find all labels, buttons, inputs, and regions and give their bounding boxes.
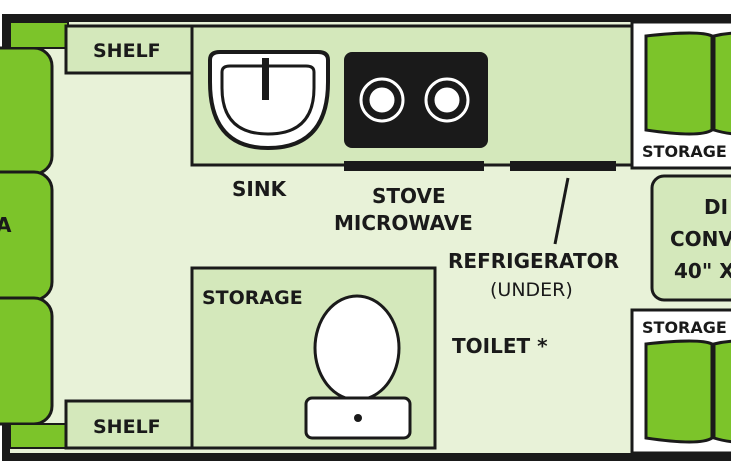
- left-bench-bottom-edge: [9, 423, 69, 449]
- sink-label: SINK: [232, 177, 288, 201]
- microwave-bar: [344, 161, 484, 171]
- cushion-icon: [644, 339, 731, 444]
- left-cushion-top: [0, 46, 54, 176]
- left-bench-top-edge: [9, 21, 69, 49]
- refrigerator-leader: [553, 177, 570, 245]
- microwave-label: MICROWAVE: [334, 211, 473, 235]
- refrigerator-note: (UNDER): [490, 279, 573, 301]
- cushion-icon: [644, 31, 731, 136]
- dinette-line1: DI: [704, 195, 728, 219]
- bath-storage-label: STORAGE: [202, 287, 303, 309]
- dinette-line2: CONV: [670, 227, 731, 251]
- refrigerator-label: REFRIGERATOR: [448, 249, 619, 273]
- dinette-line3: 40" X: [674, 259, 731, 283]
- dinette-table: [650, 174, 731, 302]
- refrigerator-bar: [510, 161, 616, 171]
- left-cushion-bottom: [0, 296, 54, 426]
- bottom-shelf-label: SHELF: [93, 416, 161, 438]
- bottom-shelf: [64, 399, 194, 450]
- top-shelf-label: SHELF: [93, 40, 161, 62]
- sink-icon: [208, 50, 330, 151]
- left-seat-letter: A: [0, 213, 12, 237]
- stove-burner-icon: [344, 52, 488, 148]
- stove-label: STOVE: [372, 184, 446, 208]
- toilet-icon: [304, 294, 412, 440]
- toilet-label: TOILET *: [452, 334, 548, 358]
- storage-right-bottom-label: STORAGE: [642, 318, 727, 337]
- storage-right-top-label: STORAGE: [642, 142, 727, 161]
- top-shelf: [64, 24, 194, 75]
